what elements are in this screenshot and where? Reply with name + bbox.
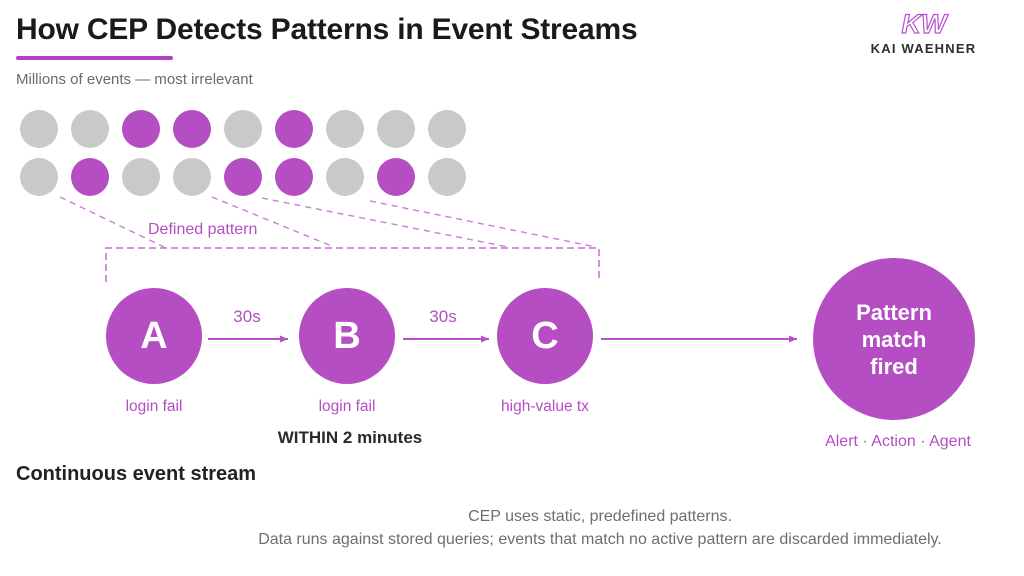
step-label-a: login fail: [125, 398, 183, 415]
title-underline: [16, 56, 173, 60]
footer-line-1: CEP uses static, predefined patterns.: [468, 508, 732, 525]
step-label-b: login fail: [318, 398, 376, 415]
step-circle-c: C: [497, 288, 593, 384]
event-dot-row: [20, 110, 466, 148]
event-dot-gray: [428, 110, 466, 148]
logo-wordmark: KAI WAEHNER: [870, 41, 977, 56]
event-dot-gray: [428, 158, 466, 196]
step-letter: A: [140, 314, 168, 357]
footer-line-2: Data runs against stored queries; events…: [258, 531, 942, 548]
page-title: How CEP Detects Patterns in Event Stream…: [16, 13, 638, 46]
event-dot-purple: [71, 158, 109, 196]
step-circle-a: A: [106, 288, 202, 384]
step-circle-b: B: [299, 288, 395, 384]
kw-monogram-text: KW: [901, 9, 948, 39]
event-dot-purple: [275, 110, 313, 148]
transition-label-1: 30s: [233, 307, 261, 326]
event-dot-purple: [122, 110, 160, 148]
defined-pattern-box: [105, 247, 600, 282]
event-dot-row: [20, 158, 466, 196]
event-dot-gray: [122, 158, 160, 196]
result-line: match: [861, 326, 927, 352]
event-dot-purple: [275, 158, 313, 196]
event-dot-gray: [326, 158, 364, 196]
result-line: fired: [870, 353, 918, 379]
subtitle: Millions of events — most irrelevant: [16, 71, 253, 88]
event-grid: [20, 110, 466, 206]
stream-label: Continuous event stream: [16, 463, 257, 485]
pattern-match-circle: Pattern match fired: [813, 258, 975, 420]
logo: KW KAI WAEHNER: [846, 8, 1001, 56]
event-dot-gray: [377, 110, 415, 148]
result-actions-label: Alert · Action · Agent: [825, 433, 971, 450]
event-dot-purple: [224, 158, 262, 196]
event-dot-gray: [71, 110, 109, 148]
event-dot-gray: [20, 110, 58, 148]
step-letter: B: [333, 314, 361, 357]
transition-label-2: 30s: [429, 307, 457, 326]
step-label-c: high-value tx: [501, 398, 589, 415]
event-dot-gray: [224, 110, 262, 148]
result-line: Pattern: [856, 299, 932, 325]
event-dot-purple: [173, 110, 211, 148]
capture-line: [369, 200, 597, 248]
defined-pattern-label: Defined pattern: [148, 221, 258, 238]
time-window-label: WITHIN 2 minutes: [277, 428, 423, 447]
footer-note: CEP uses static, predefined patterns. Da…: [176, 505, 1024, 551]
event-dot-gray: [173, 158, 211, 196]
event-dot-gray: [326, 110, 364, 148]
event-dot-gray: [20, 158, 58, 196]
kw-monogram-icon: KW: [900, 8, 949, 39]
step-letter: C: [531, 314, 559, 357]
event-dot-purple: [377, 158, 415, 196]
